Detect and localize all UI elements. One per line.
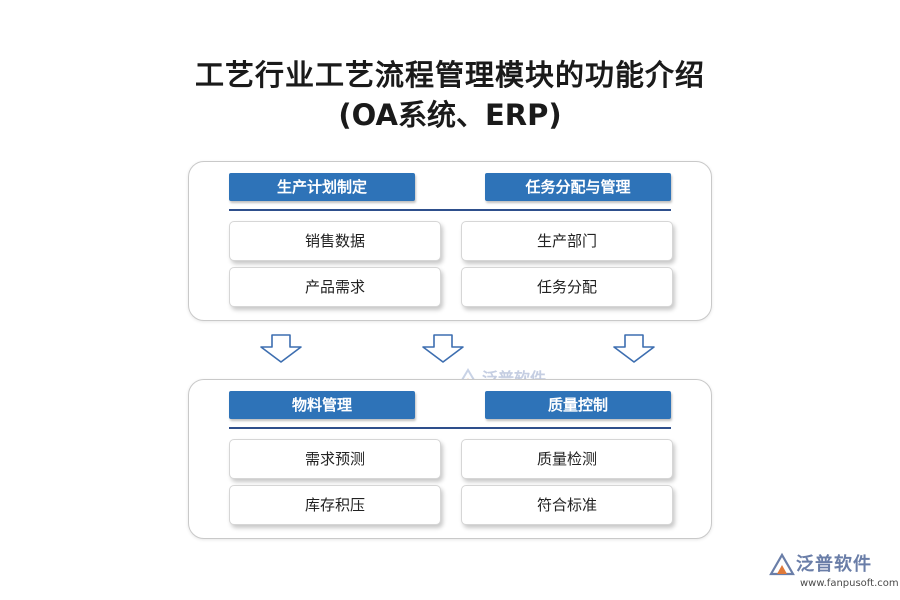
down-arrow-icon xyxy=(260,334,302,363)
header-production-planning: 生产计划制定 xyxy=(229,173,415,201)
watermark-corner: 泛普软件 www.fanpusoft.com xyxy=(768,552,899,596)
item-task-allocation: 任务分配 xyxy=(461,267,673,307)
header-material-management: 物料管理 xyxy=(229,391,415,419)
diagram-subtitle: (OA系统、ERP) xyxy=(338,98,562,132)
panel-material-quality: 物料管理 质量控制 需求预测 库存积压 质量检测 符合标准 xyxy=(188,379,712,539)
item-demand-forecast: 需求预测 xyxy=(229,439,441,479)
diagram-title: 工艺行业工艺流程管理模块的功能介绍 xyxy=(194,58,705,92)
item-sales-data: 销售数据 xyxy=(229,221,441,261)
divider-line xyxy=(229,209,671,211)
logo-icon xyxy=(769,552,795,576)
header-task-assignment: 任务分配与管理 xyxy=(485,173,671,201)
item-meets-standard: 符合标准 xyxy=(461,485,673,525)
down-arrow-icon xyxy=(613,334,655,363)
item-production-dept: 生产部门 xyxy=(461,221,673,261)
watermark-url: www.fanpusoft.com xyxy=(800,578,899,589)
item-inventory-backlog: 库存积压 xyxy=(229,485,441,525)
watermark-corner-text: 泛普软件 xyxy=(796,554,872,575)
panel-production-task: 生产计划制定 任务分配与管理 销售数据 产品需求 生产部门 任务分配 xyxy=(188,161,712,321)
divider-line xyxy=(229,427,671,429)
header-quality-control: 质量控制 xyxy=(485,391,671,419)
item-quality-inspection: 质量检测 xyxy=(461,439,673,479)
item-product-demand: 产品需求 xyxy=(229,267,441,307)
down-arrow-icon xyxy=(422,334,464,363)
